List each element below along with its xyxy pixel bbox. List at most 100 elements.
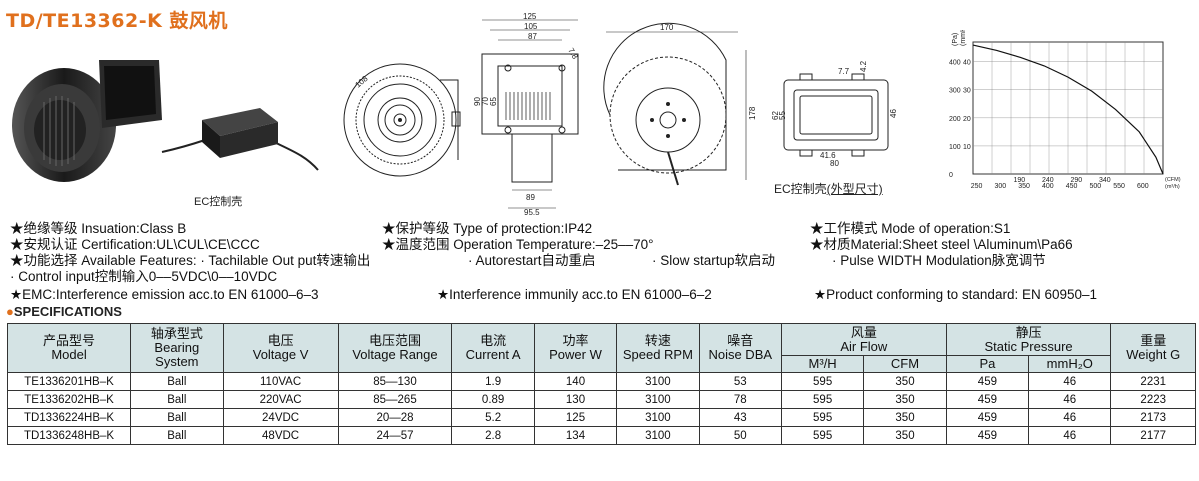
feature-standard: ★Product conforming to standard: EN 6095… xyxy=(814,287,1098,302)
table-cell: 125 xyxy=(533,408,618,427)
chart-series-line xyxy=(972,44,1164,175)
header-m3h: M³/H xyxy=(780,355,865,373)
table-cell: 140 xyxy=(533,372,618,391)
table-cell: 350 xyxy=(863,426,947,445)
table-cell: 595 xyxy=(780,426,865,445)
feature-immunity: ★Interference immunily acc.to EN 61000–6… xyxy=(437,287,712,302)
x-tick-m3h-label: 550 xyxy=(1113,183,1125,190)
table-cell: 85—130 xyxy=(337,372,453,391)
side-view-drawing: 125 105 87 7.8 89 95.5 90 70 65 xyxy=(473,12,580,217)
dim-89: 89 xyxy=(526,193,535,202)
x-axis-unit-label: (CFM) xyxy=(1165,177,1181,183)
y-tick-pa-label: 400 xyxy=(949,60,961,67)
front-view-drawing: 108 xyxy=(343,63,461,177)
x-tick-m3h-label: 600 xyxy=(1137,183,1149,190)
dim-62: 62 xyxy=(771,111,780,120)
feature-temperature: ★温度范围 Operation Temperature:–25––70° xyxy=(382,237,654,252)
table-cell: 595 xyxy=(780,408,865,427)
y-tick-pa-label: 100 xyxy=(949,144,961,151)
table-cell: 24VDC xyxy=(222,408,339,427)
ec-box-label: EC控制壳 xyxy=(194,196,243,208)
feature-certification: ★安规认证 Certification:UL\CUL\CE\CCC xyxy=(10,237,260,252)
table-cell: Ball xyxy=(130,372,224,391)
table-cell: 46 xyxy=(1028,408,1112,427)
y-tick-pa-label: 0 xyxy=(949,172,953,179)
table-cell: 1.9 xyxy=(451,372,535,391)
x-axis-unit-label: (m³/h) xyxy=(1165,184,1180,190)
y-tick-mmh2o-label: 10 xyxy=(963,144,971,151)
table-cell: 46 xyxy=(1028,426,1112,445)
dim-178: 178 xyxy=(748,106,757,120)
x-tick-m3h-label: 300 xyxy=(995,183,1007,190)
table-cell: TE1336201HB–K xyxy=(6,372,132,391)
ec-housing-drawing: 7.7 4.2 62 55 46 41.6 80 xyxy=(771,60,898,168)
dim-105: 105 xyxy=(524,22,538,31)
y-tick-mmh2o-label: 40 xyxy=(963,60,971,67)
table-cell: 2223 xyxy=(1110,390,1196,409)
table-cell: 459 xyxy=(945,390,1030,409)
dim-70: 70 xyxy=(481,97,490,106)
table-cell: 110VAC xyxy=(222,372,339,391)
dim-65: 65 xyxy=(489,97,498,106)
ec-control-box-image xyxy=(161,108,319,171)
dim-87: 87 xyxy=(528,32,537,41)
table-cell: TE1336202HB–K xyxy=(6,390,132,409)
table-cell: 50 xyxy=(698,426,782,445)
feature-mode: ★工作模式 Mode of operation:S1 xyxy=(810,221,1011,236)
table-cell: 459 xyxy=(945,372,1030,391)
feature-slow-start: · Slow startup软启动 xyxy=(652,253,776,268)
table-cell: 85—265 xyxy=(337,390,453,409)
specifications-heading: ●SPECIFICATIONS xyxy=(6,304,122,319)
table-cell: 20—28 xyxy=(337,408,453,427)
table-cell: Ball xyxy=(130,426,224,445)
table-cell: Ball xyxy=(130,390,224,409)
dim-42: 4.2 xyxy=(859,60,868,72)
feature-protection: ★保护等级 Type of protection:IP42 xyxy=(382,221,593,236)
y-tick-mmh2o-label: 20 xyxy=(963,116,971,123)
feature-pwm: · Pulse WIDTH Modulation脉宽调节 xyxy=(832,253,1046,268)
y-tick-pa-label: 200 xyxy=(949,116,961,123)
table-cell: 2.8 xyxy=(451,426,535,445)
feature-available: ★功能选择 Available Features: · Tachilable O… xyxy=(10,253,371,268)
table-cell: 0.89 xyxy=(451,390,535,409)
table-cell: 3100 xyxy=(616,408,700,427)
table-cell: 46 xyxy=(1028,390,1112,409)
table-cell: 220VAC xyxy=(222,390,339,409)
table-cell: 5.2 xyxy=(451,408,535,427)
dim-416: 41.6 xyxy=(820,151,836,160)
table-cell: TD1336224HB–K xyxy=(6,408,132,427)
y-axis-unit-label: (mmH2O) xyxy=(960,30,967,46)
ec-housing-label: EC控制壳(外型尺寸) xyxy=(774,182,883,196)
table-cell: 24—57 xyxy=(337,426,453,445)
x-tick-cfm-label: 240 xyxy=(1042,177,1054,184)
y-tick-pa-label: 300 xyxy=(949,88,961,95)
x-tick-m3h-label: 400 xyxy=(1042,183,1054,190)
table-cell: 53 xyxy=(698,372,782,391)
table-cell: 459 xyxy=(945,408,1030,427)
table-cell: 3100 xyxy=(616,426,700,445)
table-cell: 2173 xyxy=(1110,408,1196,427)
table-cell: 350 xyxy=(863,372,947,391)
table-cell: 134 xyxy=(533,426,618,445)
x-tick-m3h-label: 500 xyxy=(1090,183,1102,190)
dim-80: 80 xyxy=(830,159,839,168)
page-title: TD/TE13362-K 鼓风机 xyxy=(6,10,228,32)
header-cfm: CFM xyxy=(863,355,947,373)
feature-control-input: · Control input控制输入0––5VDC\0––10VDC xyxy=(10,269,278,284)
table-cell: 43 xyxy=(698,408,782,427)
x-tick-cfm-label: 340 xyxy=(1099,177,1111,184)
x-tick-m3h-label: 350 xyxy=(1018,183,1030,190)
table-cell: 48VDC xyxy=(222,426,339,445)
